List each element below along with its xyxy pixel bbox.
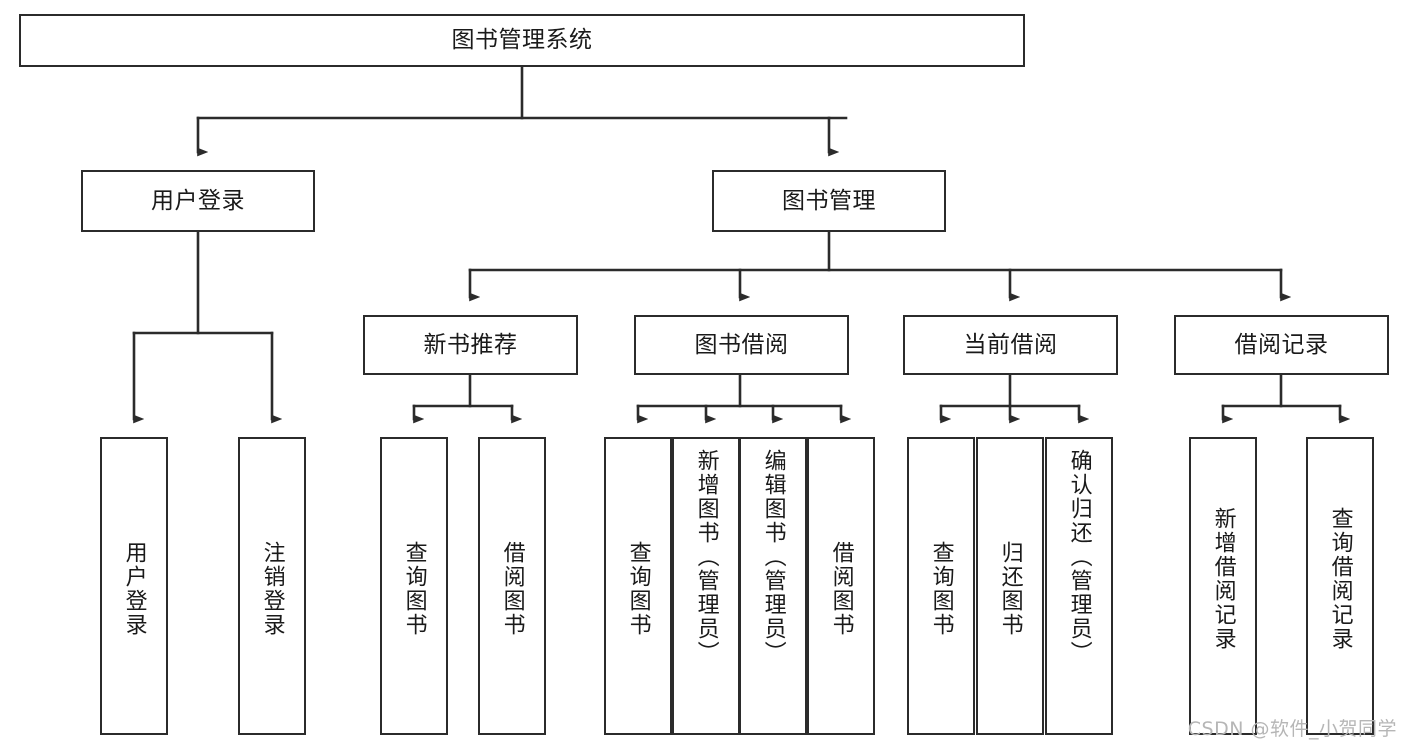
- leaf-label: 新增图书（管理员）: [693, 449, 719, 665]
- leaf-borrow-record-add-record[interactable]: 新增借阅记录: [1189, 437, 1257, 735]
- csdn-watermark: CSDN @软件_小贺同学: [1187, 718, 1397, 740]
- leaf-label: 查询图书: [625, 541, 651, 637]
- node-label: 新书推荐: [423, 331, 518, 358]
- leaf-book-borrow-add-book-admin[interactable]: 新增图书（管理员）: [672, 437, 740, 735]
- leaf-user-login-logout[interactable]: 注销登录: [238, 437, 306, 735]
- leaf-label: 查询图书: [928, 541, 954, 637]
- node-label: 用户登录: [151, 187, 245, 214]
- leaf-current-borrow-confirm-return-admin[interactable]: 确认归还（管理员）: [1045, 437, 1113, 735]
- leaf-label: 注销登录: [259, 541, 285, 637]
- node-book-management[interactable]: 图书管理: [712, 170, 946, 232]
- node-label: 借阅记录: [1234, 331, 1329, 358]
- leaf-label: 新增借阅记录: [1210, 507, 1236, 651]
- leaf-label: 查询图书: [401, 541, 427, 637]
- leaf-new-book-borrow-book[interactable]: 借阅图书: [478, 437, 546, 735]
- leaf-user-login-login[interactable]: 用户登录: [100, 437, 168, 735]
- leaf-label: 用户登录: [121, 541, 147, 637]
- leaf-label: 查询借阅记录: [1327, 507, 1353, 651]
- leaf-label: 借阅图书: [499, 541, 525, 637]
- leaf-book-borrow-borrow-book[interactable]: 借阅图书: [807, 437, 875, 735]
- leaf-book-borrow-edit-book-admin[interactable]: 编辑图书（管理员）: [739, 437, 807, 735]
- leaf-current-borrow-return-book[interactable]: 归还图书: [976, 437, 1044, 735]
- node-book-borrow[interactable]: 图书借阅: [634, 315, 849, 375]
- leaf-current-borrow-query-book[interactable]: 查询图书: [907, 437, 975, 735]
- leaf-book-borrow-query-book[interactable]: 查询图书: [604, 437, 672, 735]
- node-new-book-recommend[interactable]: 新书推荐: [363, 315, 578, 375]
- node-root-book-management-system[interactable]: 图书管理系统: [19, 14, 1025, 67]
- node-current-borrow[interactable]: 当前借阅: [903, 315, 1118, 375]
- leaf-label: 确认归还（管理员）: [1066, 449, 1092, 665]
- node-label: 图书管理系统: [451, 27, 593, 53]
- leaf-label: 归还图书: [997, 541, 1023, 637]
- node-label: 图书借阅: [694, 331, 789, 358]
- node-label: 图书管理: [782, 187, 876, 214]
- node-user-login[interactable]: 用户登录: [81, 170, 315, 232]
- leaf-new-book-query-book[interactable]: 查询图书: [380, 437, 448, 735]
- leaf-label: 借阅图书: [828, 541, 854, 637]
- leaf-label: 编辑图书（管理员）: [760, 449, 786, 665]
- leaf-borrow-record-query-record[interactable]: 查询借阅记录: [1306, 437, 1374, 735]
- node-borrow-record[interactable]: 借阅记录: [1174, 315, 1389, 375]
- node-label: 当前借阅: [963, 331, 1058, 358]
